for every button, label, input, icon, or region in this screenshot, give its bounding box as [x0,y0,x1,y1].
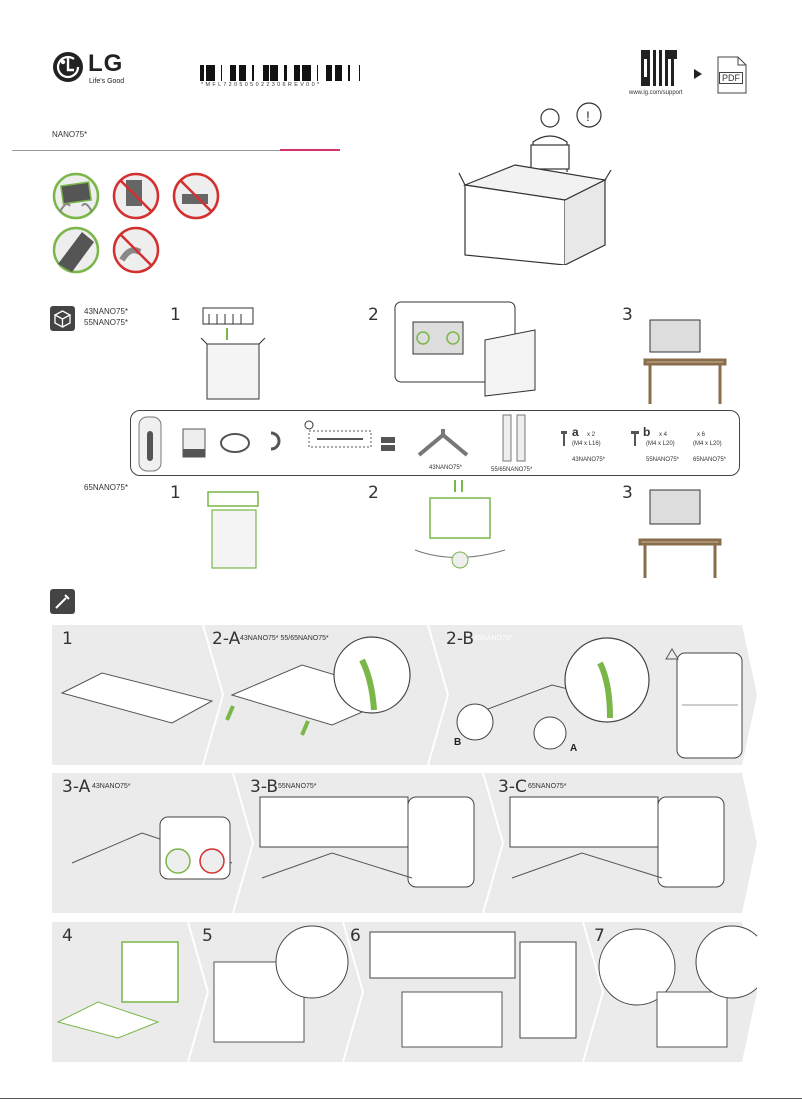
unpack-step-2: 2 [368,305,379,325]
wrong-carry-icon-2 [172,172,220,220]
unpack-step-1: 1 [170,305,181,325]
stand-55-65-icon [502,414,526,462]
assembly-row-1: 1 2-A 43NANO75* 55/65NANO75* 2-B 65NANO7… [52,625,757,765]
assembly-step-7: 7 [594,926,605,946]
svg-text:!: ! [586,108,590,124]
support-url[interactable]: www.lg.com/support [629,90,683,96]
pdf-label: PDF [719,72,743,84]
assembly-step-2a: 2-A [212,629,241,649]
stand-55-65-label: 55/65NANO75* [491,467,533,473]
barcode-text: * M F L 7 2 0 5 0 5 0 2 2 3 0 6 R E V 0 … [201,82,320,88]
assembly-step-3a: 3-A [62,777,91,797]
qr-icon [641,50,677,86]
assembly-step-1: 1 [62,629,73,649]
cable-tie-icon [304,420,372,448]
unpack-large-step-2: 2 [368,483,379,503]
unpack-large-step-1: 1 [170,483,181,503]
screw-b-model: 55NANO75* [646,457,680,463]
accessory-letter-b: b [643,425,651,439]
assembly-step-3b: 3-B [250,777,279,797]
step-3a-model: 43NANO75* [92,783,131,790]
assembly-step-6: 6 [350,926,361,946]
screw-a-icon [561,431,567,446]
barcode [200,65,362,81]
unpack-step-3: 3 [622,305,633,325]
screw-b-icon [631,431,639,446]
brand-name: LG [88,50,124,77]
correct-touch-icon [52,226,100,274]
power-cable-icon [220,433,250,453]
model-55: 55NANO75* [84,318,129,327]
screw-a-model: 43NANO75* [572,457,606,463]
model-name: NANO75* [52,130,88,139]
step-3c-model: 65NANO75* [528,783,567,790]
page-bottom-rule [0,1098,802,1099]
pdf-document-icon[interactable]: PDF [716,56,748,94]
label-a: A [570,743,578,754]
barcode-bars [200,65,360,81]
lg-logo [52,51,84,83]
screw-b-count: x 4 [659,432,668,438]
wrong-carry-icon-1 [112,172,160,220]
screw-c-count: x 6 [697,432,706,438]
assembly-row-2: 3-A 43NANO75* 3-B 55NANO75* 3-C 65NANO75… [52,773,757,913]
assembly-step-3c: 3-C [498,777,527,797]
tools-icon [50,589,75,614]
label-b: B [454,737,462,748]
assembly-step-5: 5 [202,926,213,946]
cable-clips-icon [381,437,395,451]
unpack-small-illustrations [195,300,755,410]
assembly-row-3: 4 5 6 7 [52,922,757,1062]
qr-code[interactable] [640,49,677,86]
assembly-step-2b: 2-B [446,629,475,649]
exclamation-icon [576,102,602,128]
wrong-touch-icon [112,226,160,274]
model-43: 43NANO75* [84,307,129,316]
accessory-letter-a: a [572,425,579,439]
cable-holder-icon [270,431,281,451]
unpack-large-illustrations [190,480,750,580]
step-3b-model: 55NANO75* [278,783,317,790]
unpack-large-step-3: 3 [622,483,633,503]
accessories-panel: a x 2 (M4 x L16) 43NANO75* b x 4 (M4 x L… [130,410,740,476]
assembly-step-4: 4 [62,926,73,946]
screw-b-size: (M4 x L20) [646,441,675,447]
model-65: 65NANO75* [84,483,129,492]
stand-43-label: 43NANO75* [429,465,463,471]
screw-a-count: x 2 [587,432,596,438]
divider-pink [280,149,340,151]
screw-a-size: (M4 x L16) [572,441,601,447]
correct-carry-icon [52,172,100,220]
arrow-right-icon [694,66,702,84]
divider-gray [12,150,282,151]
step-2a-models: 43NANO75* 55/65NANO75* [240,635,329,642]
stand-43-icon [417,429,469,457]
screw-c-model: 65NANO75* [693,457,727,463]
box-icon [50,306,75,331]
step-2b-models: 65NANO75* [474,635,513,642]
manual-icon [182,428,206,458]
box-warning-illustration: ! [455,100,615,266]
remote-control-icon [138,416,162,472]
brand-tagline: Life's Good [89,78,125,85]
lg-logo-icon [53,52,83,82]
screw-c-size: (M4 x L20) [693,441,722,447]
handling-guide [52,172,222,277]
